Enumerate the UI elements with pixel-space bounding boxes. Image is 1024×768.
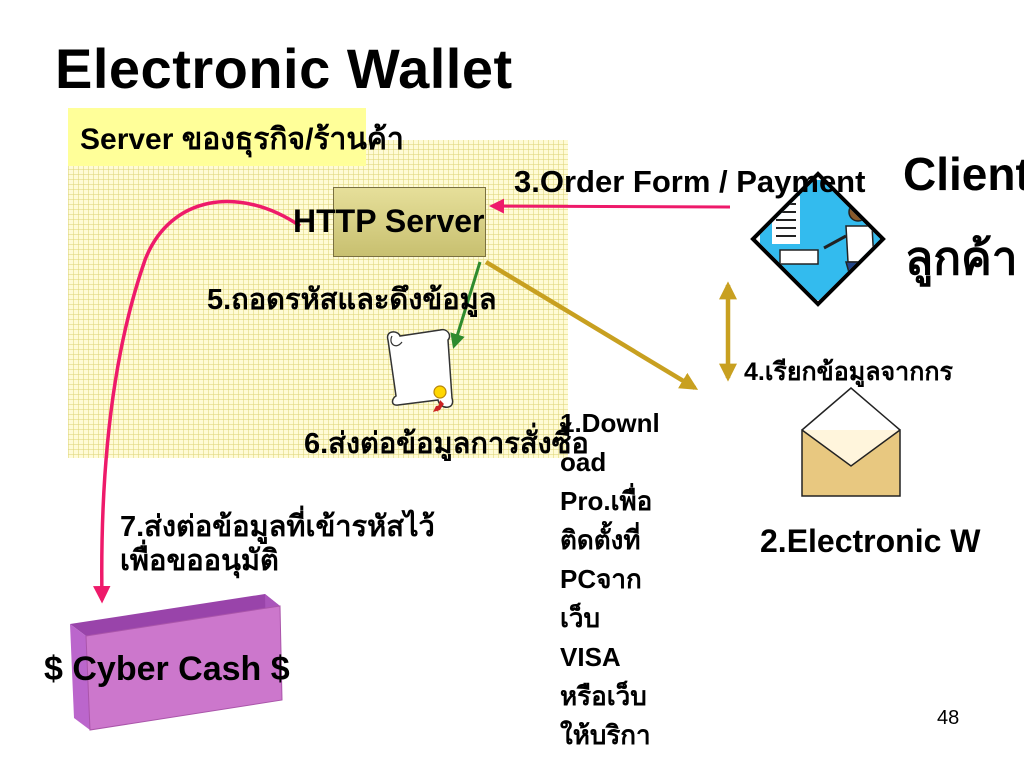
client-label: Client — [903, 148, 1024, 200]
scroll-certificate-icon — [386, 328, 454, 412]
step7-label-line1: 7.ส่งต่อข้อมูลที่เข้ารหัสไว้ — [120, 511, 435, 543]
server-label: Server ของธุรกิจ/ร้านค้า — [80, 123, 404, 156]
cyber-cash-box — [70, 594, 283, 731]
step4-label: 4.เรียกข้อมูลจากกร — [744, 358, 953, 386]
cyber-cash-label: $ Cyber Cash $ — [44, 650, 290, 688]
step2-label: 2.Electronic W — [760, 523, 981, 559]
step1-line: PCจาก — [560, 564, 642, 594]
step7-label-line2: เพื่อขออนุมัติ — [120, 545, 279, 577]
http-server-box — [333, 187, 486, 257]
arrow-approval-request — [93, 199, 301, 604]
step1-label: 1.Downl oad Pro.เพื่อ ติดตั้งที่ PCจาก เ… — [560, 404, 710, 755]
arrow-order-form — [489, 198, 731, 214]
step1-line: 1.Downl — [560, 408, 660, 438]
arrow-decrypt — [450, 261, 482, 349]
step5-label: 5.ถอดรหัสและดึงข้อมูล — [207, 284, 497, 316]
page-number: 48 — [937, 707, 960, 729]
page-title: Electronic Wallet — [55, 37, 513, 100]
arrow-to-wallet — [484, 260, 699, 390]
step1-line: ติดตั้งที่ — [560, 525, 641, 555]
envelope-icon — [801, 387, 901, 497]
step1-line: VISA — [560, 642, 621, 672]
step1-line: oad — [560, 447, 607, 477]
http-server-label: HTTP Server — [293, 203, 485, 239]
step3-label: 3.Order Form / Payment — [514, 164, 866, 199]
customer-label: ลูกค้า — [905, 232, 1018, 284]
step1-line: Pro.เพื่อ — [560, 486, 653, 516]
step1-line: เว็บ — [560, 603, 600, 633]
step6-label: 6.ส่งต่อข้อมูลการสั่งซื้อ — [304, 428, 589, 460]
step1-line: หรือเว็บ — [560, 681, 647, 711]
server-label-background — [68, 108, 366, 166]
step1-line: ให้บริกา — [560, 720, 651, 750]
